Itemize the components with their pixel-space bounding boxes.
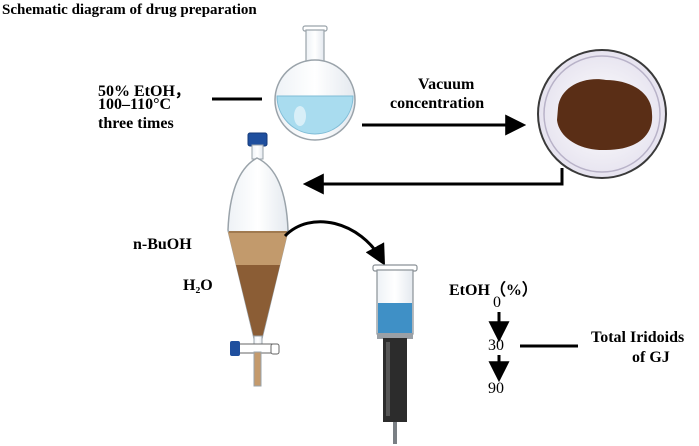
arrow-to-column	[283, 220, 386, 266]
diagram-title: Schematic diagram of drug preparation	[2, 2, 257, 18]
separatory-funnel-icon	[227, 132, 289, 387]
petri-dish-extract-icon	[537, 49, 667, 179]
concentration-label-line1: Vacuum	[418, 76, 475, 93]
eluent-label: EtOH（%）	[449, 282, 538, 299]
elution-step-30: 30	[488, 337, 504, 354]
elution-step-0: 0	[493, 294, 501, 311]
product-label-line1: Total Iridoids	[591, 329, 685, 346]
arrow-to-partition	[302, 168, 564, 195]
elution-step-90: 90	[488, 380, 504, 397]
concentration-label-line2: concentration	[390, 95, 485, 112]
chromatography-column-icon	[372, 264, 418, 444]
extraction-label-line3: three times	[98, 115, 174, 132]
butanol-layer-label: n-BuOH	[133, 236, 192, 253]
water-layer-label: H₂O	[183, 277, 213, 294]
product-label-line2: of GJ	[632, 349, 670, 366]
round-bottom-flask-icon	[274, 25, 356, 141]
extraction-label-line2: 100–110°C	[98, 96, 172, 113]
extraction-label-line1: 50% EtOH，	[98, 83, 191, 100]
